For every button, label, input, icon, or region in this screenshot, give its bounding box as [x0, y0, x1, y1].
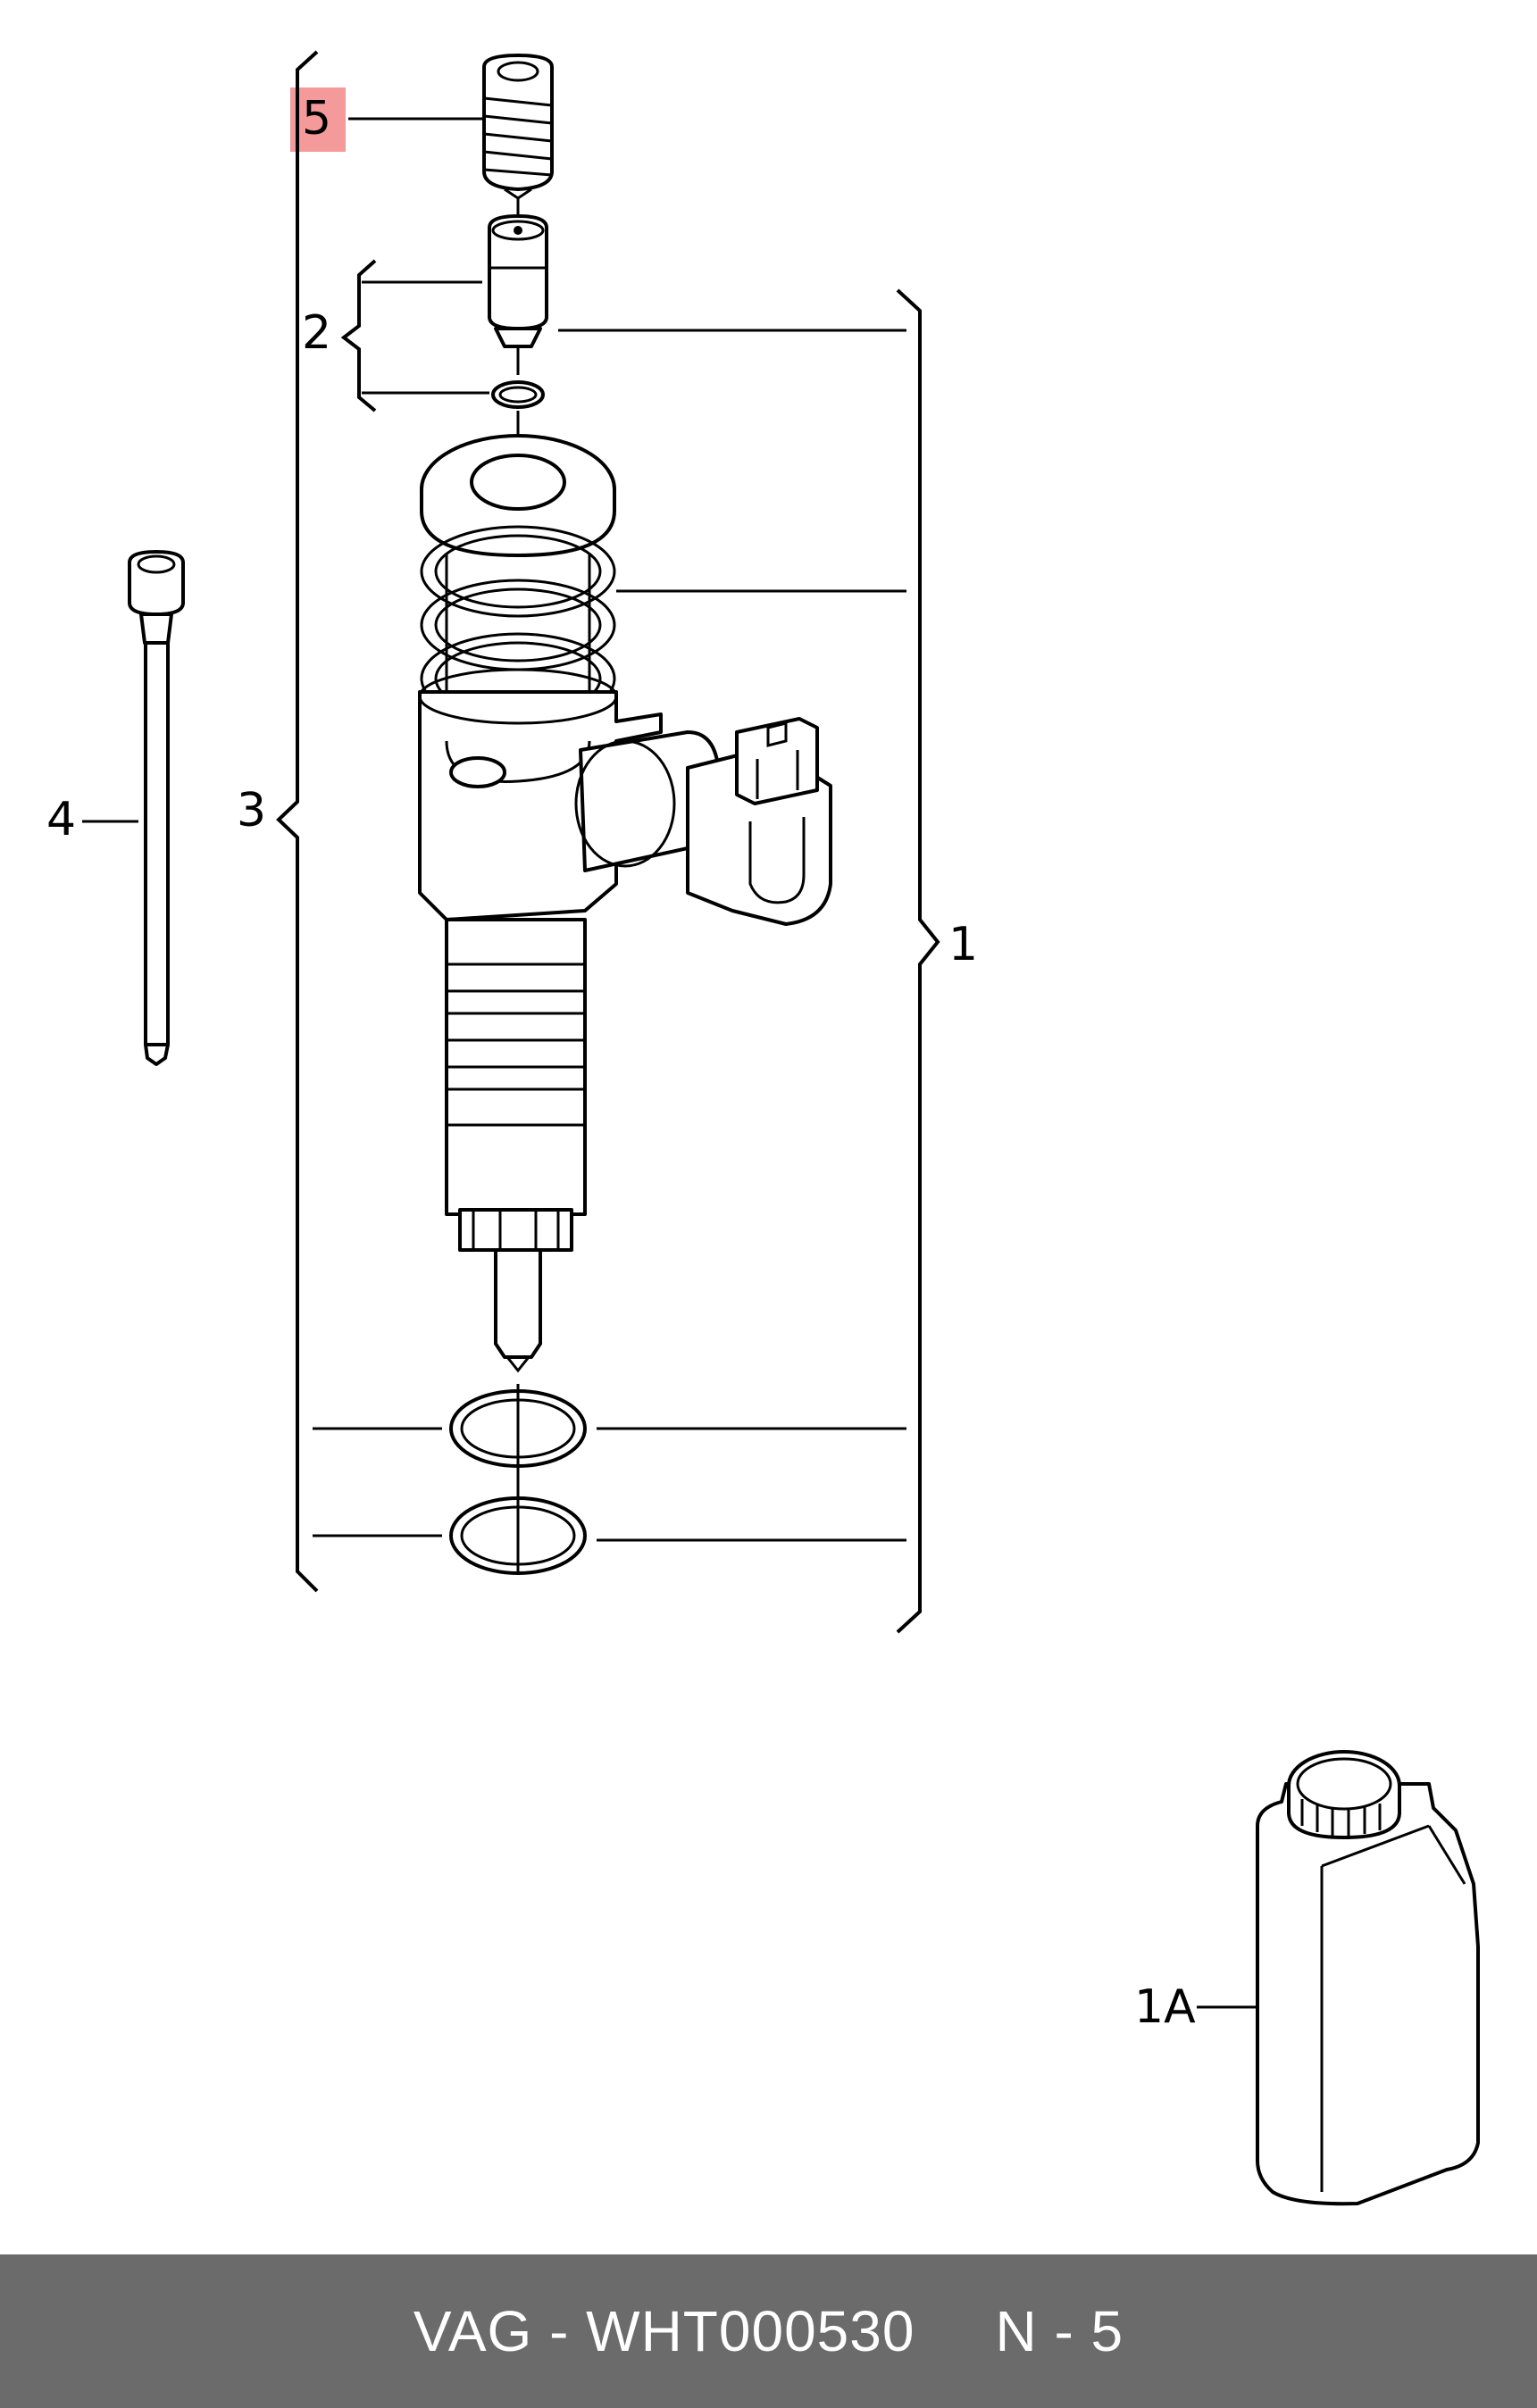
part-2-sleeve	[488, 198, 548, 409]
part-number-label: VAG - WHT000530	[413, 2299, 915, 2363]
leader-lines	[82, 117, 1257, 2009]
callout-1a[interactable]: 1A	[1134, 1980, 1196, 2034]
highlight-box-5	[290, 87, 346, 152]
part-4-bolt	[128, 550, 185, 1066]
reference-label: N - 5	[995, 2299, 1124, 2363]
callout-5[interactable]: 5	[302, 92, 331, 146]
footer-bar: VAG - WHT000530 N - 5	[0, 2254, 1537, 2408]
parts-diagram: 5 2 4 3 1 1A	[46, 50, 1480, 2206]
part-1a-bottle	[1256, 1750, 1480, 2206]
callout-4[interactable]: 4	[46, 793, 76, 846]
part-1-injector	[418, 411, 832, 1575]
part-5-cap	[482, 54, 554, 200]
callout-2[interactable]: 2	[302, 306, 331, 360]
bracket-2	[340, 259, 377, 412]
bracket-1	[896, 288, 940, 1634]
bracket-3	[276, 50, 319, 1593]
callout-1[interactable]: 1	[948, 918, 978, 971]
callout-3[interactable]: 3	[237, 784, 266, 837]
